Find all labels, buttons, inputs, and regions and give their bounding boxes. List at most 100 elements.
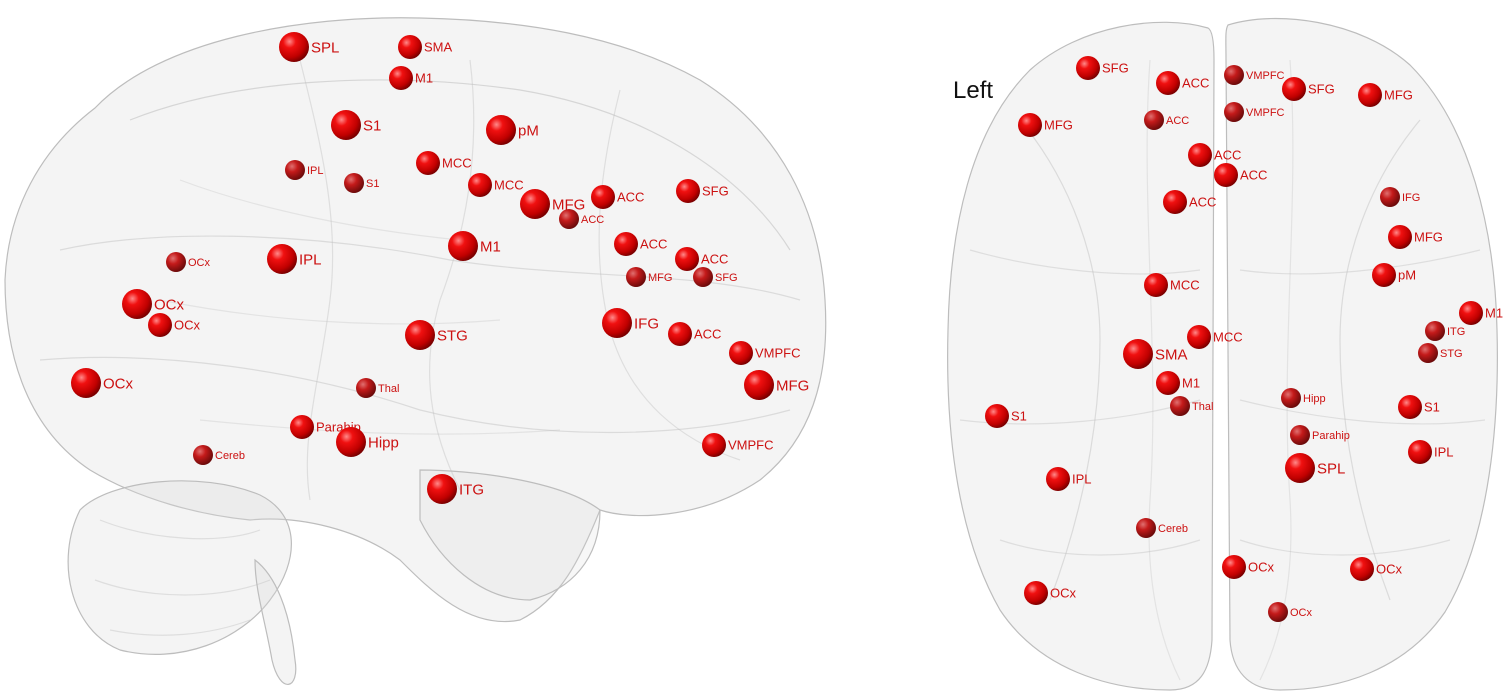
region-sphere	[1188, 143, 1212, 167]
axial-node-s1: S1	[985, 404, 1027, 428]
axial-node-sma: SMA	[1123, 339, 1188, 369]
region-label: SPL	[311, 39, 339, 56]
region-sphere	[285, 160, 305, 180]
region-sphere	[1418, 343, 1438, 363]
hemisphere-label: Left	[953, 77, 993, 104]
axial-node-cereb: Cereb	[1136, 518, 1188, 538]
lateral-node-acc: ACC	[675, 247, 728, 271]
region-sphere	[1156, 71, 1180, 95]
lateral-node-pm: pM	[486, 115, 539, 145]
region-label: MFG	[1414, 230, 1443, 245]
region-sphere	[1046, 467, 1070, 491]
region-label: SMA	[424, 40, 453, 55]
region-label: S1	[366, 178, 379, 190]
axial-node-ifg: IFG	[1380, 187, 1420, 207]
region-label: OCx	[1050, 586, 1077, 601]
region-sphere	[1358, 83, 1382, 107]
lateral-node-s1: S1	[331, 110, 381, 140]
region-label: MFG	[648, 272, 672, 284]
region-sphere	[1350, 557, 1374, 581]
axial-node-acc: ACC	[1214, 163, 1267, 187]
lateral-node-ipl: IPL	[285, 160, 324, 180]
lateral-node-mfg: MFG	[744, 370, 809, 400]
region-label: MCC	[494, 178, 524, 193]
lateral-node-acc: ACC	[559, 209, 604, 229]
axial-node-m1: M1	[1156, 371, 1200, 395]
axial-node-thal: Thal	[1170, 396, 1213, 416]
region-sphere	[668, 322, 692, 346]
axial-node-acc: ACC	[1156, 71, 1209, 95]
region-label: S1	[363, 117, 381, 134]
region-sphere	[1408, 440, 1432, 464]
region-sphere	[71, 368, 101, 398]
lateral-node-ifg: IFG	[602, 308, 659, 338]
region-sphere	[1214, 163, 1238, 187]
region-sphere	[985, 404, 1009, 428]
region-sphere	[344, 173, 364, 193]
region-label: pM	[1398, 268, 1416, 283]
region-label: VMPFC	[1246, 70, 1285, 82]
region-label: OCx	[188, 257, 211, 269]
region-sphere	[1290, 425, 1310, 445]
region-label: ITG	[459, 481, 484, 498]
region-sphere	[166, 252, 186, 272]
region-sphere	[702, 433, 726, 457]
region-label: OCx	[174, 318, 201, 333]
axial-node-sfg: SFG	[1282, 77, 1335, 101]
region-label: Thal	[1192, 401, 1213, 413]
axial-node-ipl: IPL	[1046, 467, 1092, 491]
region-sphere	[416, 151, 440, 175]
lateral-node-acc: ACC	[668, 322, 721, 346]
region-sphere	[1123, 339, 1153, 369]
region-label: OCx	[103, 375, 134, 392]
axial-node-vmpfc: VMPFC	[1224, 102, 1285, 122]
region-label: OCx	[1290, 607, 1313, 619]
lateral-node-sfg: SFG	[676, 179, 729, 203]
region-sphere	[626, 267, 646, 287]
region-label: IPL	[299, 251, 322, 268]
region-label: M1	[1485, 306, 1503, 321]
axial-node-acc: ACC	[1144, 110, 1189, 130]
axial-node-ocx: OCx	[1222, 555, 1275, 579]
lateral-node-thal: Thal	[356, 378, 399, 398]
region-sphere	[448, 231, 478, 261]
region-sphere	[1163, 190, 1187, 214]
region-sphere	[675, 247, 699, 271]
region-sphere	[290, 415, 314, 439]
axial-node-stg: STG	[1418, 343, 1463, 363]
axial-node-ipl: IPL	[1408, 440, 1454, 464]
region-sphere	[405, 320, 435, 350]
region-label: MFG	[1384, 88, 1413, 103]
region-sphere	[1144, 110, 1164, 130]
region-sphere	[336, 427, 366, 457]
region-label: ACC	[701, 252, 728, 267]
region-label: SMA	[1155, 346, 1188, 363]
region-label: Hipp	[368, 434, 399, 451]
region-sphere	[1156, 371, 1180, 395]
axial-node-mfg: MFG	[1018, 113, 1073, 137]
region-label: SPL	[1317, 460, 1345, 477]
lateral-node-itg: ITG	[427, 474, 484, 504]
region-sphere	[1224, 65, 1244, 85]
region-label: ACC	[1166, 115, 1189, 127]
lateral-node-mfg: MFG	[626, 267, 672, 287]
region-label: ITG	[1447, 326, 1465, 338]
region-label: ACC	[581, 214, 604, 226]
region-sphere	[676, 179, 700, 203]
region-label: SFG	[702, 184, 729, 199]
region-label: STG	[1440, 348, 1463, 360]
region-label: IPL	[1072, 472, 1092, 487]
region-label: MCC	[1170, 278, 1200, 293]
region-label: IPL	[1434, 445, 1454, 460]
lateral-node-spl: SPL	[279, 32, 339, 62]
region-label: MCC	[1213, 330, 1243, 345]
lateral-node-sma: SMA	[398, 35, 453, 59]
axial-node-parahip: Parahip	[1290, 425, 1350, 445]
region-label: VMPFC	[728, 438, 774, 453]
lateral-node-ocx: OCx	[122, 289, 185, 319]
axial-node-ocx: OCx	[1268, 602, 1313, 622]
region-label: IFG	[634, 315, 659, 332]
region-label: Thal	[378, 383, 399, 395]
